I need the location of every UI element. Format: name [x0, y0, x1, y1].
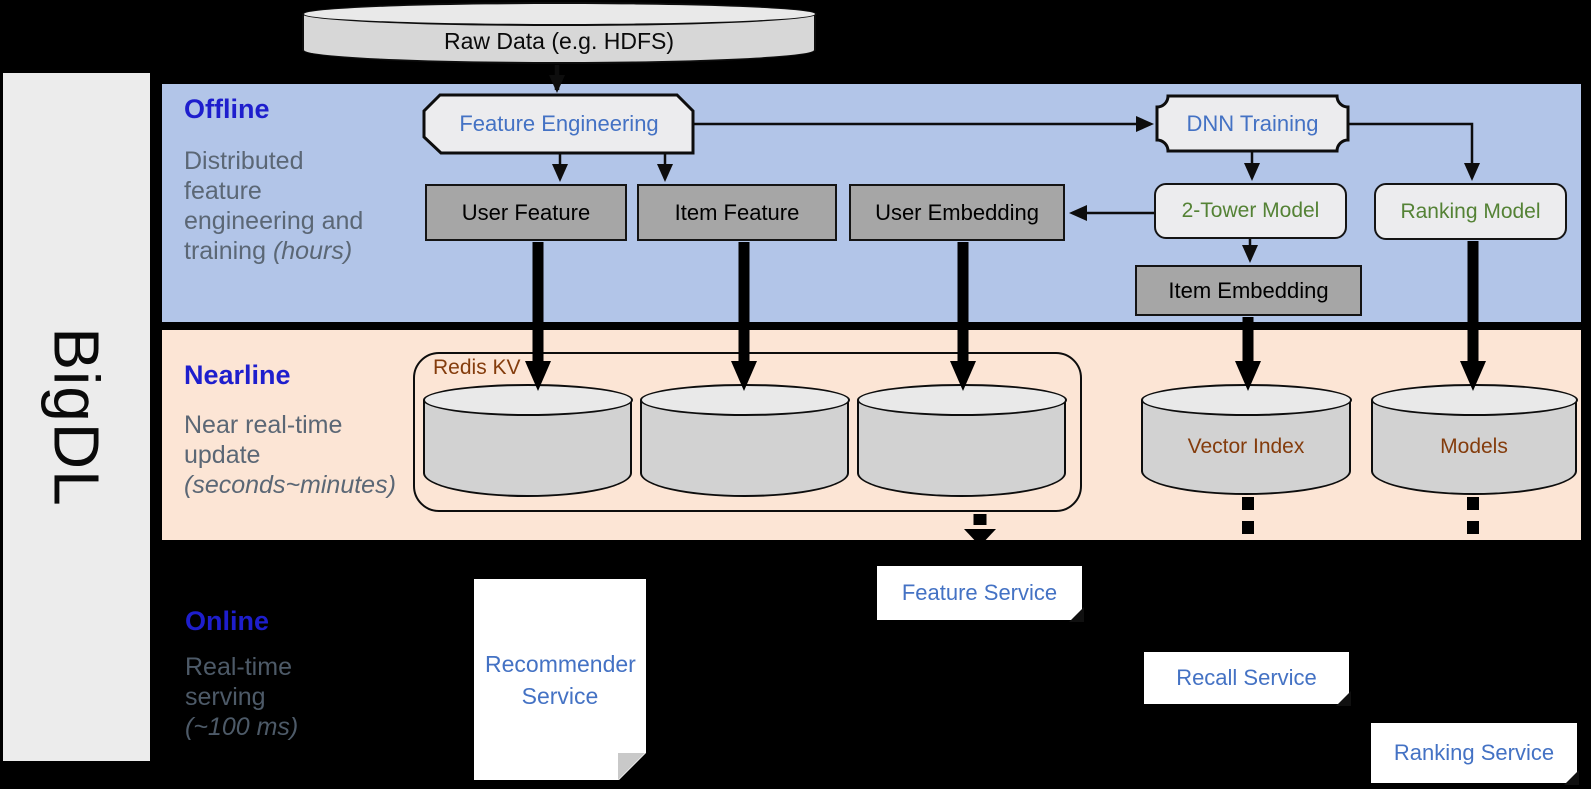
offline-desc-line: Distributed: [184, 147, 304, 175]
item-embedding-node: Item Embedding: [1135, 265, 1362, 316]
feature-service-node: Feature Service: [877, 566, 1084, 622]
offline-desc-line: feature: [184, 177, 262, 205]
offline-section-description: Distributed feature engineering and trai…: [184, 146, 363, 266]
user-embedding-label: User Embedding: [875, 199, 1039, 225]
nearline-desc-line: Near real-time: [184, 411, 343, 439]
feature-engineering-label: Feature Engineering: [459, 111, 659, 136]
recommender-service-node: Recommender Service: [474, 579, 646, 780]
two-tower-model-label: 2-Tower Model: [1181, 199, 1320, 222]
user-feature-label: User Feature: [461, 199, 591, 225]
raw-data-label: Raw Data (e.g. HDFS): [443, 27, 675, 54]
online-desc-line: Real-time: [185, 653, 292, 681]
item-embedding-label: Item Embedding: [1168, 277, 1329, 303]
feature-service-label: Feature Service: [901, 580, 1058, 605]
recall-service-node: Recall Service: [1144, 652, 1351, 706]
user-feature-node: User Feature: [425, 184, 627, 241]
recall-service-label: Recall Service: [1176, 665, 1317, 690]
nearline-desc-line: (seconds~minutes): [184, 471, 396, 499]
vector-index-cylinder-icon: Vector Index: [1140, 384, 1352, 495]
raw-data-cylinder-icon: Raw Data (e.g. HDFS): [301, 2, 817, 64]
item-feature-node: Item Feature: [637, 184, 837, 241]
item-feature-label: Item Feature: [674, 199, 800, 225]
vector-index-label: Vector Index: [1187, 434, 1305, 458]
dnn-training-label: DNN Training: [1186, 110, 1319, 136]
online-desc-line: (~100 ms): [185, 713, 299, 741]
ranking-service-label: Ranking Service: [1393, 740, 1555, 765]
ranking-model-node: Ranking Model: [1374, 183, 1567, 240]
ranking-service-node: Ranking Service: [1371, 723, 1579, 785]
nearline-desc-line: update: [184, 441, 261, 469]
document-fold-icon: [618, 753, 645, 780]
brand-logo-text: BigDL: [40, 327, 113, 507]
redis-shard-cylinder-icon: [639, 384, 850, 497]
brand-sidebar: BigDL: [3, 73, 150, 761]
online-section-description: Real-time serving (~100 ms): [185, 652, 298, 742]
two-tower-model-node: 2-Tower Model: [1154, 183, 1347, 239]
offline-desc-line: training (hours): [184, 237, 353, 265]
nearline-section-description: Near real-time update (seconds~minutes): [184, 410, 396, 500]
online-desc-line: serving: [185, 683, 266, 711]
recommender-service-label: Recommender Service: [485, 650, 636, 709]
models-label: Models: [1440, 434, 1508, 458]
offline-section-title: Offline: [184, 94, 270, 124]
user-embedding-node: User Embedding: [849, 184, 1065, 241]
nearline-section-title: Nearline: [184, 360, 291, 390]
offline-desc-line: engineering and: [184, 207, 364, 235]
redis-shard-cylinder-icon: [422, 384, 633, 497]
models-cylinder-icon: Models: [1370, 384, 1578, 495]
redis-kv-label: Redis KV: [433, 356, 521, 379]
online-section-title: Online: [185, 606, 270, 636]
redis-shard-cylinder-icon: [856, 384, 1067, 497]
ranking-model-label: Ranking Model: [1400, 199, 1541, 223]
